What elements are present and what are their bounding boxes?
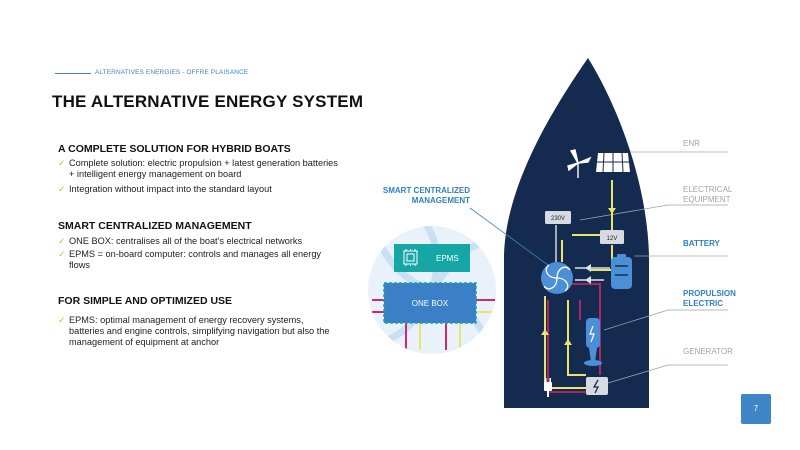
generator-icon <box>586 377 608 395</box>
kicker-text: ALTERNATIVES ENERGIES - OFFRE PLAISANCE <box>95 69 249 76</box>
section-heading-use: FOR SIMPLE AND OPTIMIZED USE <box>58 295 233 307</box>
onebox-zoom-detail: EPMS ONE BOX <box>368 226 496 354</box>
battery-icon <box>611 254 632 289</box>
onebox-label: ONE BOX <box>412 299 449 308</box>
bullet-item: ✓ Integration without impact into the st… <box>58 184 272 194</box>
section-heading-management: SMART CENTRALIZED MANAGEMENT <box>58 220 252 232</box>
solar-panel-icon <box>596 152 630 173</box>
smart-callout-line <box>469 207 553 269</box>
callout-lines <box>579 151 728 384</box>
bullet-item: ✓ EPMS: optimal management of energy rec… <box>58 315 330 347</box>
label-battery: BATTERY <box>683 239 720 248</box>
shore-plug-icon <box>544 378 552 397</box>
smart-management-callout: SMART CENTRALIZED MANAGEMENT <box>382 186 470 205</box>
check-icon: ✓ <box>58 315 66 325</box>
page-number-badge: 7 <box>741 394 771 424</box>
kicker-line <box>55 73 91 74</box>
12v-label: 12V <box>607 236 618 242</box>
check-icon: ✓ <box>58 158 66 168</box>
chip-icon <box>403 249 418 266</box>
check-icon: ✓ <box>58 249 66 259</box>
230v-label: 230V <box>551 216 565 222</box>
electric-motor-icon <box>584 318 602 366</box>
12v-box <box>600 230 624 244</box>
epms-label: EPMS <box>436 254 459 263</box>
230v-box <box>545 211 571 224</box>
wind-turbine-icon <box>567 149 592 178</box>
label-electrical-equipment: ELECTRICAL EQUIPMENT <box>683 185 733 204</box>
page-title: THE ALTERNATIVE ENERGY SYSTEM <box>52 92 364 111</box>
bullet-item: ✓ EPMS = on-board computer: controls and… <box>58 249 322 270</box>
label-propulsion-electric: PROPULSION ELECTRIC <box>683 289 736 308</box>
section-heading-hybrid: A COMPLETE SOLUTION FOR HYBRID BOATS <box>58 143 291 155</box>
flow-arrows <box>541 208 616 345</box>
check-icon: ✓ <box>58 236 66 246</box>
label-generator: GENERATOR <box>683 347 733 356</box>
bullet-item: ✓ Complete solution: electric propulsion… <box>58 158 338 179</box>
label-enr: ENR <box>683 139 700 148</box>
boat-hull <box>504 58 649 408</box>
central-management-hub-icon <box>541 262 573 294</box>
onebox-box <box>383 282 477 324</box>
check-icon: ✓ <box>58 184 66 194</box>
bullet-item: ✓ ONE BOX: centralises all of the boat's… <box>58 236 303 246</box>
